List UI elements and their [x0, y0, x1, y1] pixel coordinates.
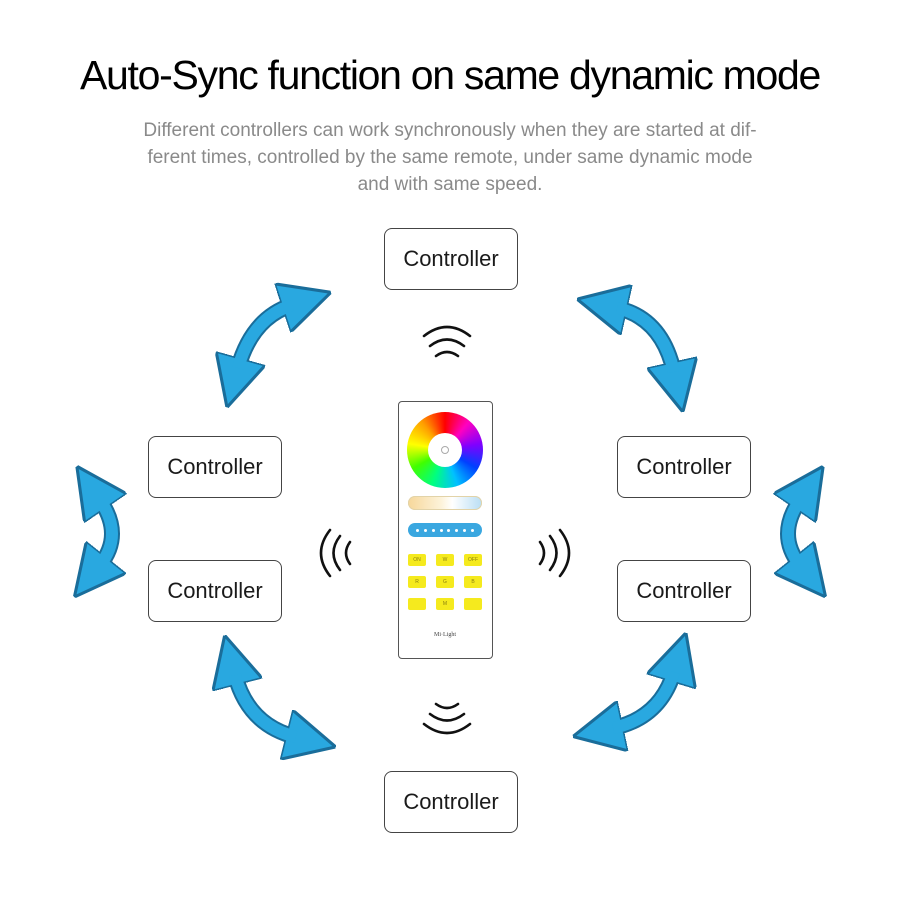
sync-arrow-icon	[782, 496, 806, 569]
page-title: Auto-Sync function on same dynamic mode	[79, 52, 821, 98]
wireless-signal-icon	[422, 702, 472, 735]
sync-arrow-icon	[229, 673, 298, 743]
remote-brand-logo: Mi·Light	[434, 632, 456, 638]
controller-box-left-lower: Controller	[148, 560, 282, 622]
controller-box-bottom: Controller	[384, 771, 518, 833]
remote-button-speed-down	[408, 598, 426, 610]
remote-button-speed-up	[464, 598, 482, 610]
controller-box-right-upper: Controller	[617, 436, 751, 498]
remote-button-w: W	[436, 554, 454, 566]
controller-box-left-upper: Controller	[148, 436, 282, 498]
wireless-signal-icon	[319, 528, 352, 578]
subtitle-line: ferent times, controlled by the same rem…	[147, 147, 753, 168]
remote-button-g: G	[436, 576, 454, 588]
color-temperature-bar	[408, 496, 482, 510]
remote-button-off: OFF	[464, 554, 482, 566]
color-wheel	[407, 412, 483, 488]
controller-box-top: Controller	[384, 228, 518, 290]
brightness-bar	[408, 523, 482, 537]
remote-button-on: ON	[408, 554, 426, 566]
sync-arrow-icon	[232, 299, 295, 370]
sync-arrow-icon	[615, 302, 680, 374]
wireless-signal-icon	[538, 528, 571, 578]
sync-arrow-icon	[611, 670, 680, 734]
subtitle-line: and with same speed.	[357, 174, 543, 195]
subtitle-line: Different controllers can work synchrono…	[143, 120, 757, 141]
sync-arrow-icon	[94, 496, 118, 569]
remote-button-r: R	[408, 576, 426, 588]
controller-box-right-lower: Controller	[617, 560, 751, 622]
page-subtitle: Different controllers can work synchrono…	[95, 117, 805, 198]
remote-button-b: B	[464, 576, 482, 588]
wireless-signal-icon	[422, 325, 472, 358]
remote-button-m: M	[436, 598, 454, 610]
remote-control: ON W OFF R G B M Mi·Light	[398, 401, 493, 659]
